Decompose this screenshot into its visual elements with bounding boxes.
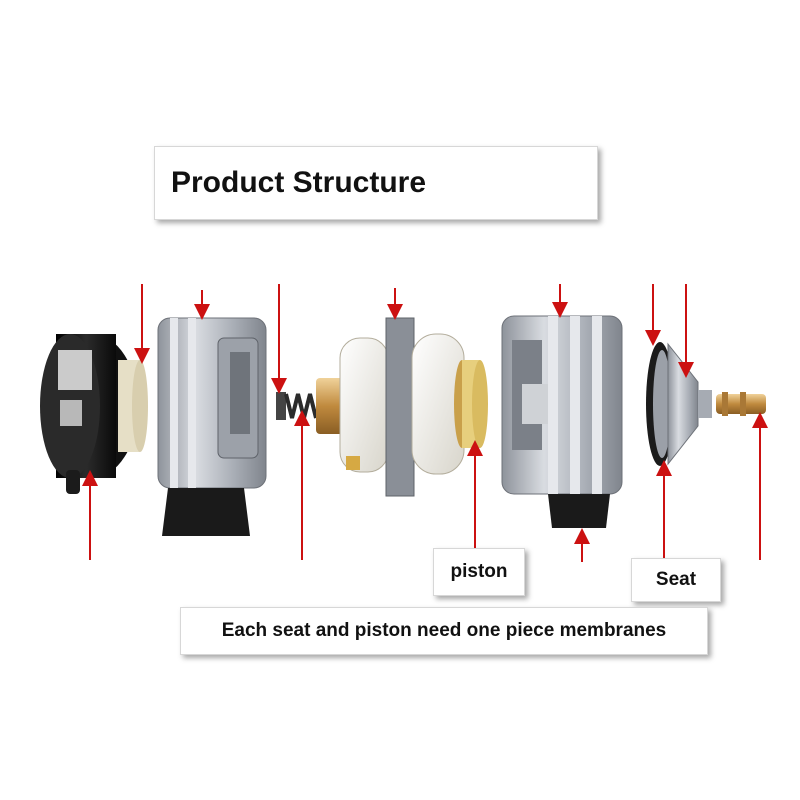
piston-label: piston — [433, 548, 525, 596]
right-housing — [501, 315, 623, 528]
seat-label: Seat — [631, 558, 721, 602]
pointer-arrows — [82, 284, 768, 562]
seat-membrane — [646, 342, 712, 466]
center-block — [339, 317, 465, 497]
piston — [454, 360, 488, 448]
motor-end-cap — [40, 334, 148, 494]
left-housing — [157, 317, 267, 536]
spring — [276, 378, 350, 434]
brass-nozzle — [716, 392, 766, 416]
page-title: Product Structure — [154, 146, 598, 220]
membrane-note: Each seat and piston need one piece memb… — [180, 607, 708, 655]
